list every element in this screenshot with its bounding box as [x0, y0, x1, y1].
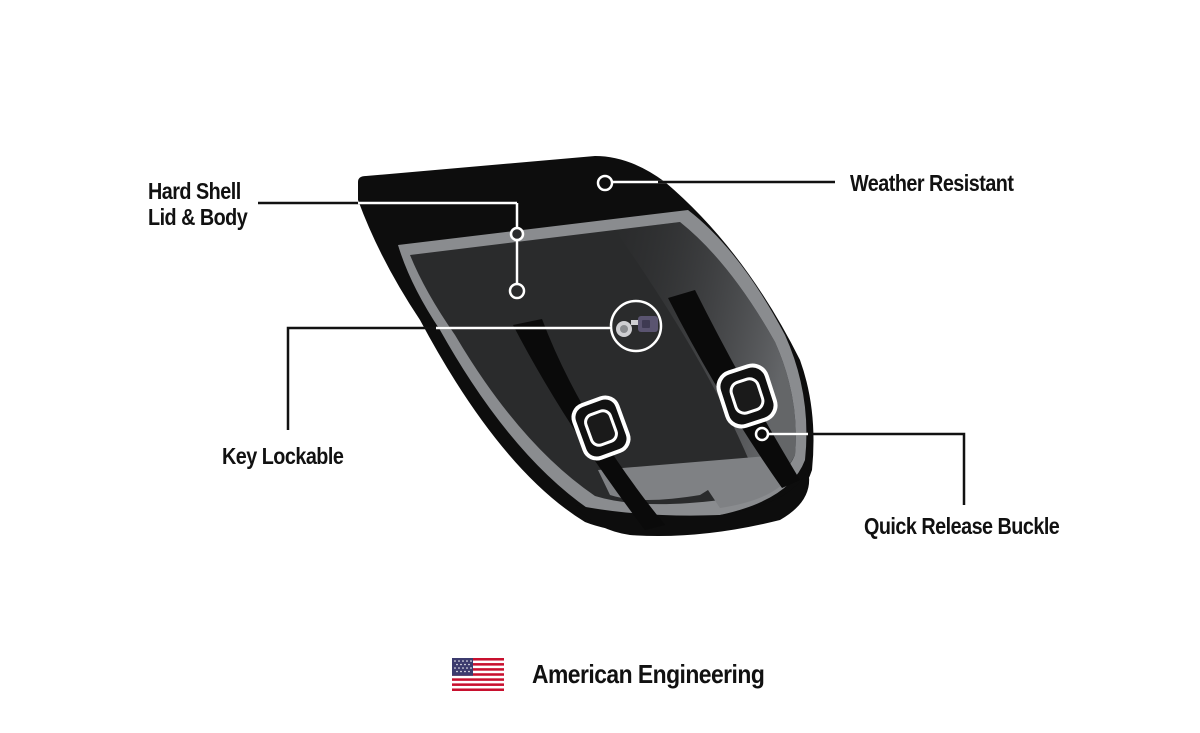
bag-lip — [575, 470, 810, 536]
leader-lines — [258, 180, 966, 505]
footer: American Engineering — [452, 656, 796, 692]
us-flag-icon — [452, 657, 504, 691]
dot-hard-shell-top — [509, 226, 525, 242]
dot-weather — [596, 174, 614, 192]
dot-buckle — [754, 426, 770, 442]
callout-quick-release-buckle: Quick Release Buckle — [864, 513, 1060, 539]
callout-hard-shell: Hard Shell Lid & Body — [148, 178, 248, 230]
footer-text: American Engineering — [532, 658, 765, 689]
saddlebag-illustration — [358, 156, 814, 536]
callout-key-lockable: Key Lockable — [222, 443, 344, 469]
left-buckle — [571, 395, 631, 461]
callout-hard-shell-line1: Hard Shell — [148, 178, 241, 204]
callout-dots — [508, 174, 770, 442]
leader-buckle — [762, 432, 966, 505]
callout-hard-shell-line2: Lid & Body — [148, 204, 248, 230]
right-buckle — [716, 363, 778, 429]
bag-bottom — [598, 455, 789, 508]
callout-weather-resistant: Weather Resistant — [850, 170, 1014, 196]
dot-hard-shell — [508, 282, 526, 300]
key-lock — [609, 299, 663, 353]
